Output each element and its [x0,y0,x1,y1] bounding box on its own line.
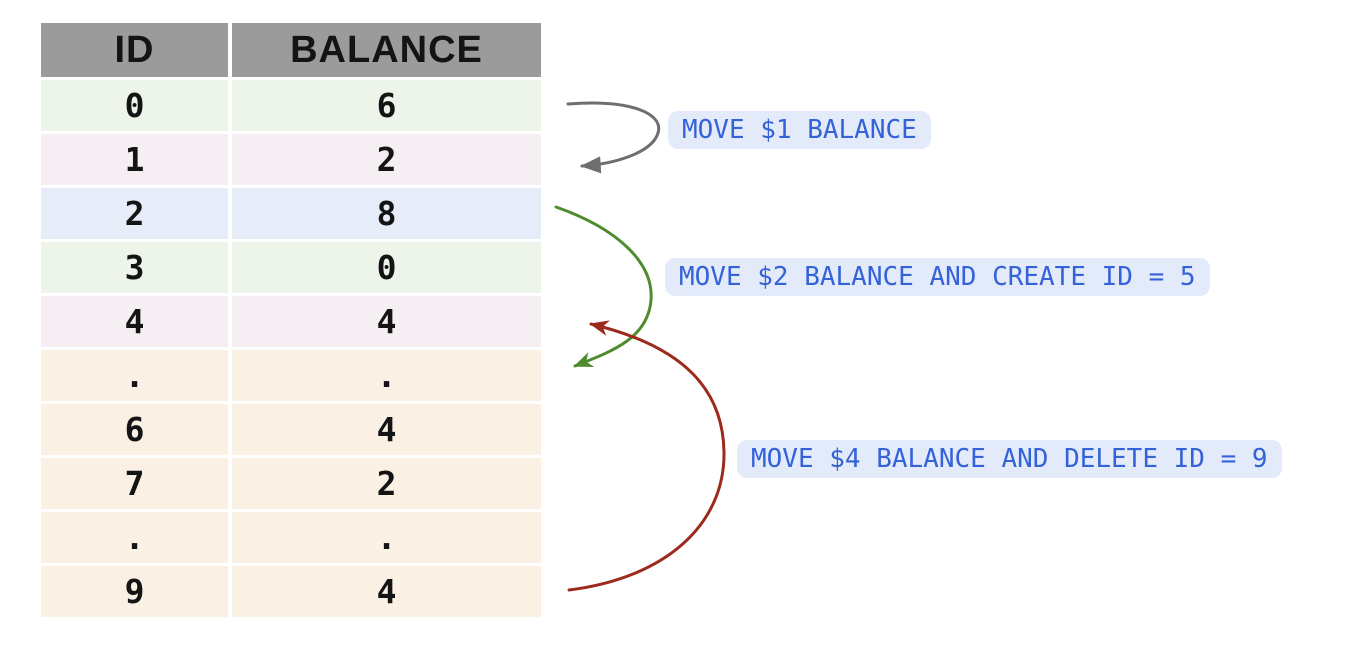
table-row-5-id-cell: . [41,350,228,401]
table-row-2-balance-cell: 8 [232,188,541,239]
table-row-8-balance-cell: . [232,512,541,563]
table-header-id: ID [41,23,228,77]
table-row-8-id-cell: . [41,512,228,563]
move-4-delete-arrow [567,320,726,592]
table-row-6-id-cell: 6 [41,404,228,455]
table-row-9-id-cell: 9 [41,566,228,617]
table-row-0-id-cell: 0 [41,80,228,131]
table-header-balance: BALANCE [232,23,541,77]
table-row-7-id-cell: 7 [41,458,228,509]
table-row-4-balance-cell: 4 [232,296,541,347]
table-row-5-balance-cell: . [232,350,541,401]
annotation-move-1: MOVE $1 BALANCE [668,111,931,149]
table-row-1-id-cell: 1 [41,134,228,185]
table-row-1-balance-cell: 2 [232,134,541,185]
annotation-move-2-create: MOVE $2 BALANCE AND CREATE ID = 5 [665,258,1210,296]
move-2-create-arrow [554,205,653,368]
table-row-3-balance-cell: 0 [232,242,541,293]
table-row-9-balance-cell: 4 [232,566,541,617]
table-row-2-id-cell: 2 [41,188,228,239]
table-row-4-id-cell: 4 [41,296,228,347]
table-row-7-balance-cell: 2 [232,458,541,509]
table-row-0-balance-cell: 6 [232,80,541,131]
move-1-arrow [566,101,661,174]
annotation-move-4-delete: MOVE $4 BALANCE AND DELETE ID = 9 [737,440,1282,478]
table-row-6-balance-cell: 4 [232,404,541,455]
table-row-3-id-cell: 3 [41,242,228,293]
